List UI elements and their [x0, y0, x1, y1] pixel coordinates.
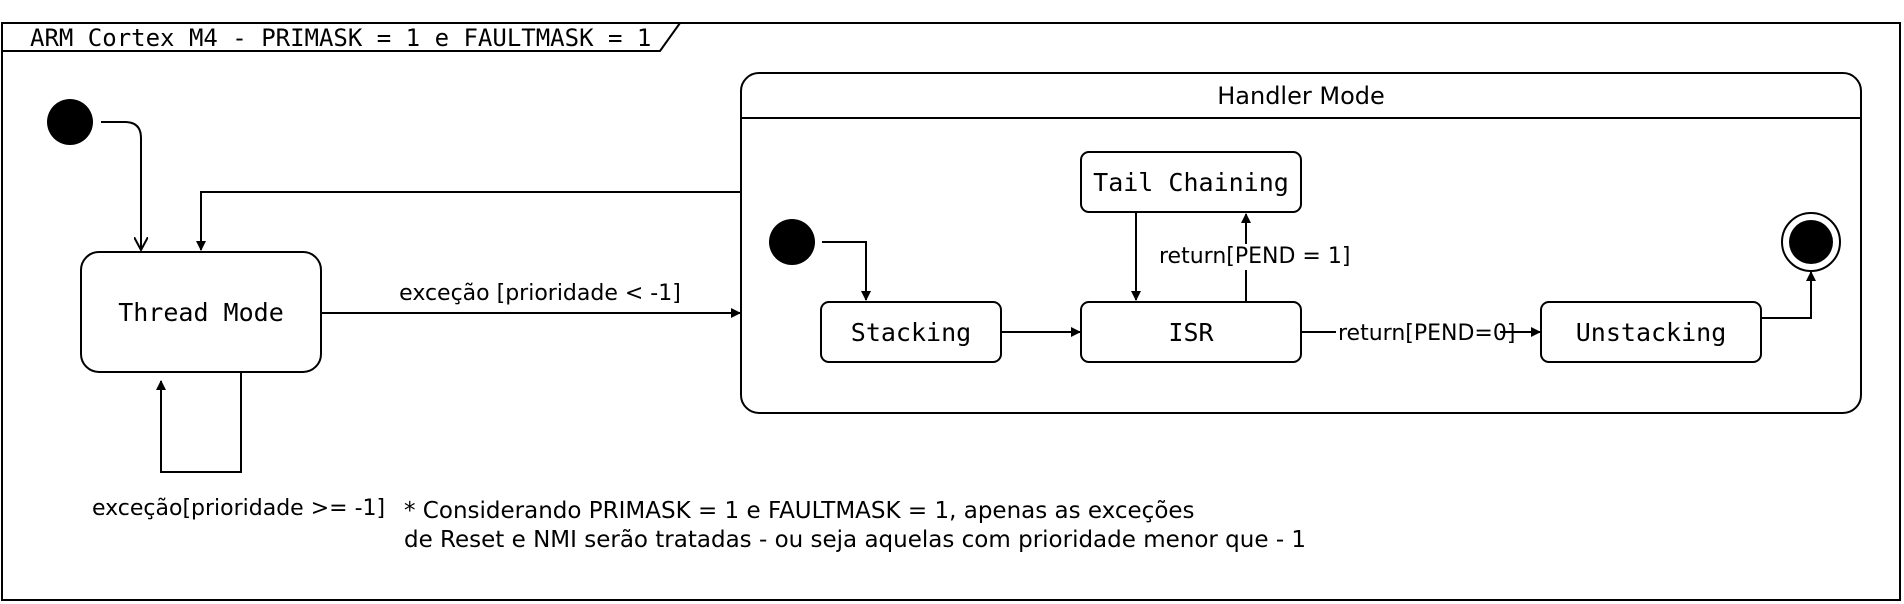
transition-handler-initial-to-stacking	[822, 241, 871, 301]
initial-state-icon	[47, 99, 93, 145]
frame-title: ARM Cortex M4 - PRIMASK = 1 e FAULTMASK …	[30, 24, 651, 52]
transition-initial-to-thread	[101, 121, 141, 250]
note-line-1: * Considerando PRIMASK = 1 e FAULTMASK =…	[404, 498, 1195, 524]
frame-title-tab	[2, 22, 681, 52]
transition-thread-self-label: exceção[prioridade >= -1]	[92, 496, 385, 521]
final-state-icon	[1789, 220, 1833, 264]
transition-isr-to-unstacking-label-bg	[1336, 318, 1500, 346]
transition-handler-to-thread	[196, 191, 741, 251]
state-isr-label: ISR	[1168, 318, 1214, 347]
state-tail-chaining-label: Tail Chaining	[1093, 168, 1289, 197]
handler-initial-state-icon	[769, 219, 815, 265]
note-line-2: de Reset e NMI serão tratadas - ou seja …	[404, 527, 1306, 553]
state-unstacking	[1540, 301, 1762, 363]
state-unstacking-label: Unstacking	[1576, 318, 1727, 347]
outer-frame	[1, 22, 1901, 601]
state-handler-mode-label: Handler Mode	[1217, 82, 1385, 110]
state-thread-mode-label: Thread Mode	[118, 298, 284, 327]
transition-isr-to-tail-label: return[PEND = 1]	[1159, 244, 1350, 269]
state-tail-chaining	[1080, 151, 1302, 213]
transition-thread-to-handler-label: exceção [prioridade < -1]	[399, 281, 681, 306]
transition-isr-to-tail-label-bg	[1155, 244, 1333, 270]
transition-unstacking-to-final	[1761, 271, 1816, 319]
state-stacking-label: Stacking	[851, 318, 971, 347]
transition-thread-self	[156, 372, 242, 473]
transition-isr-to-unstacking-label: return[PEND=0]	[1338, 321, 1515, 346]
